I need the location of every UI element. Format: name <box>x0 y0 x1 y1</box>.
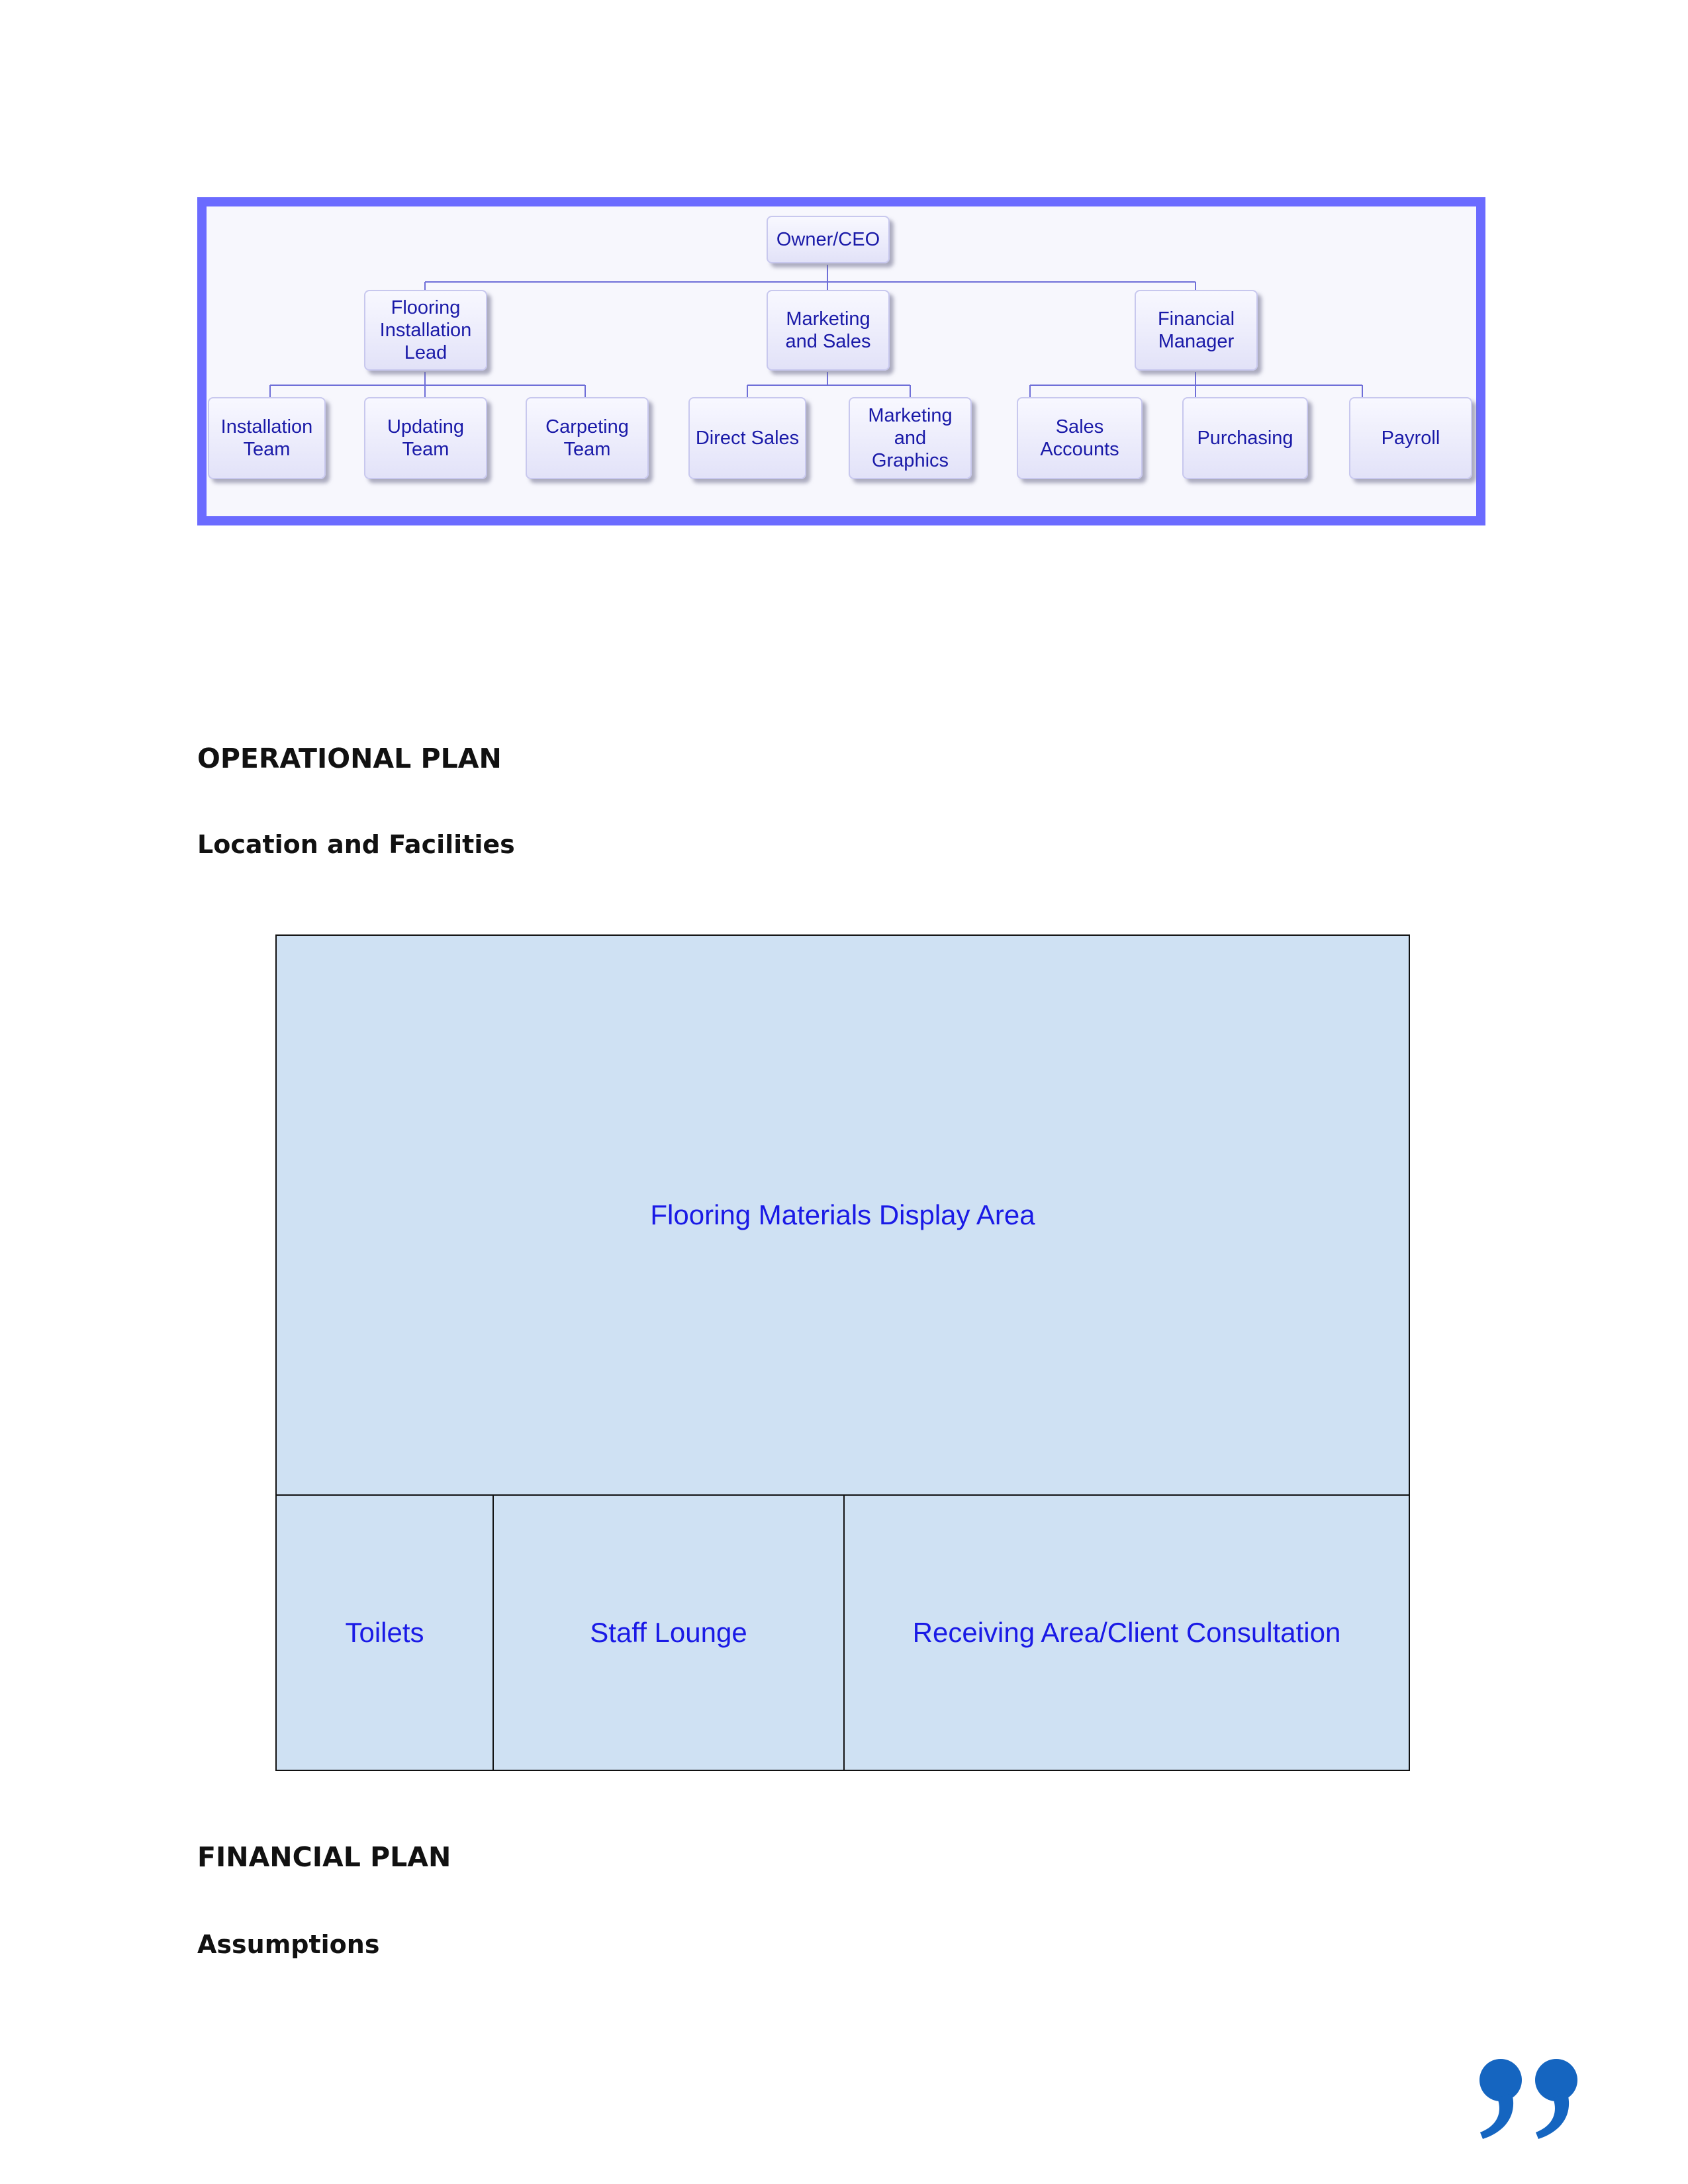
operational-plan-heading: OPERATIONAL PLAN <box>197 743 502 774</box>
room-toilets: Toilets <box>345 1617 424 1648</box>
org-node-installation-team: Installation Team <box>208 397 326 479</box>
org-node-carpeting-team: Carpeting Team <box>526 397 649 479</box>
assumptions-subheading: Assumptions <box>197 1930 380 1959</box>
org-chart-connectors <box>269 265 1363 397</box>
org-node-financial-manager: Financial Manager <box>1135 290 1258 371</box>
room-display-area: Flooring Materials Display Area <box>650 1199 1035 1230</box>
org-node-sales-accounts: Sales Accounts <box>1017 397 1143 479</box>
org-node-marketing-and-graphics: Marketing and Graphics <box>849 397 972 479</box>
org-node-marketing-and-sales: Marketing and Sales <box>767 290 890 371</box>
org-node-flooring-installation-lead: Flooring Installation Lead <box>364 290 487 371</box>
floor-plan: Flooring Materials Display Area Toilets … <box>275 934 1410 1771</box>
org-node-payroll: Payroll <box>1349 397 1472 479</box>
org-node-owner-ceo: Owner/CEO <box>767 216 890 263</box>
closing-quote-icon <box>1479 2059 1577 2139</box>
room-receiving-area: Receiving Area/Client Consultation <box>843 1496 1409 1770</box>
financial-plan-heading: FINANCIAL PLAN <box>197 1841 451 1873</box>
org-node-purchasing: Purchasing <box>1182 397 1308 479</box>
org-node-direct-sales: Direct Sales <box>688 397 806 479</box>
floor-plan-divider <box>277 1494 1409 1496</box>
location-facilities-subheading: Location and Facilities <box>197 830 515 859</box>
room-staff-lounge: Staff Lounge <box>492 1496 843 1770</box>
org-chart: Owner/CEO Flooring Installation Lead Mar… <box>197 197 1485 525</box>
org-node-updating-team: Updating Team <box>364 397 487 479</box>
